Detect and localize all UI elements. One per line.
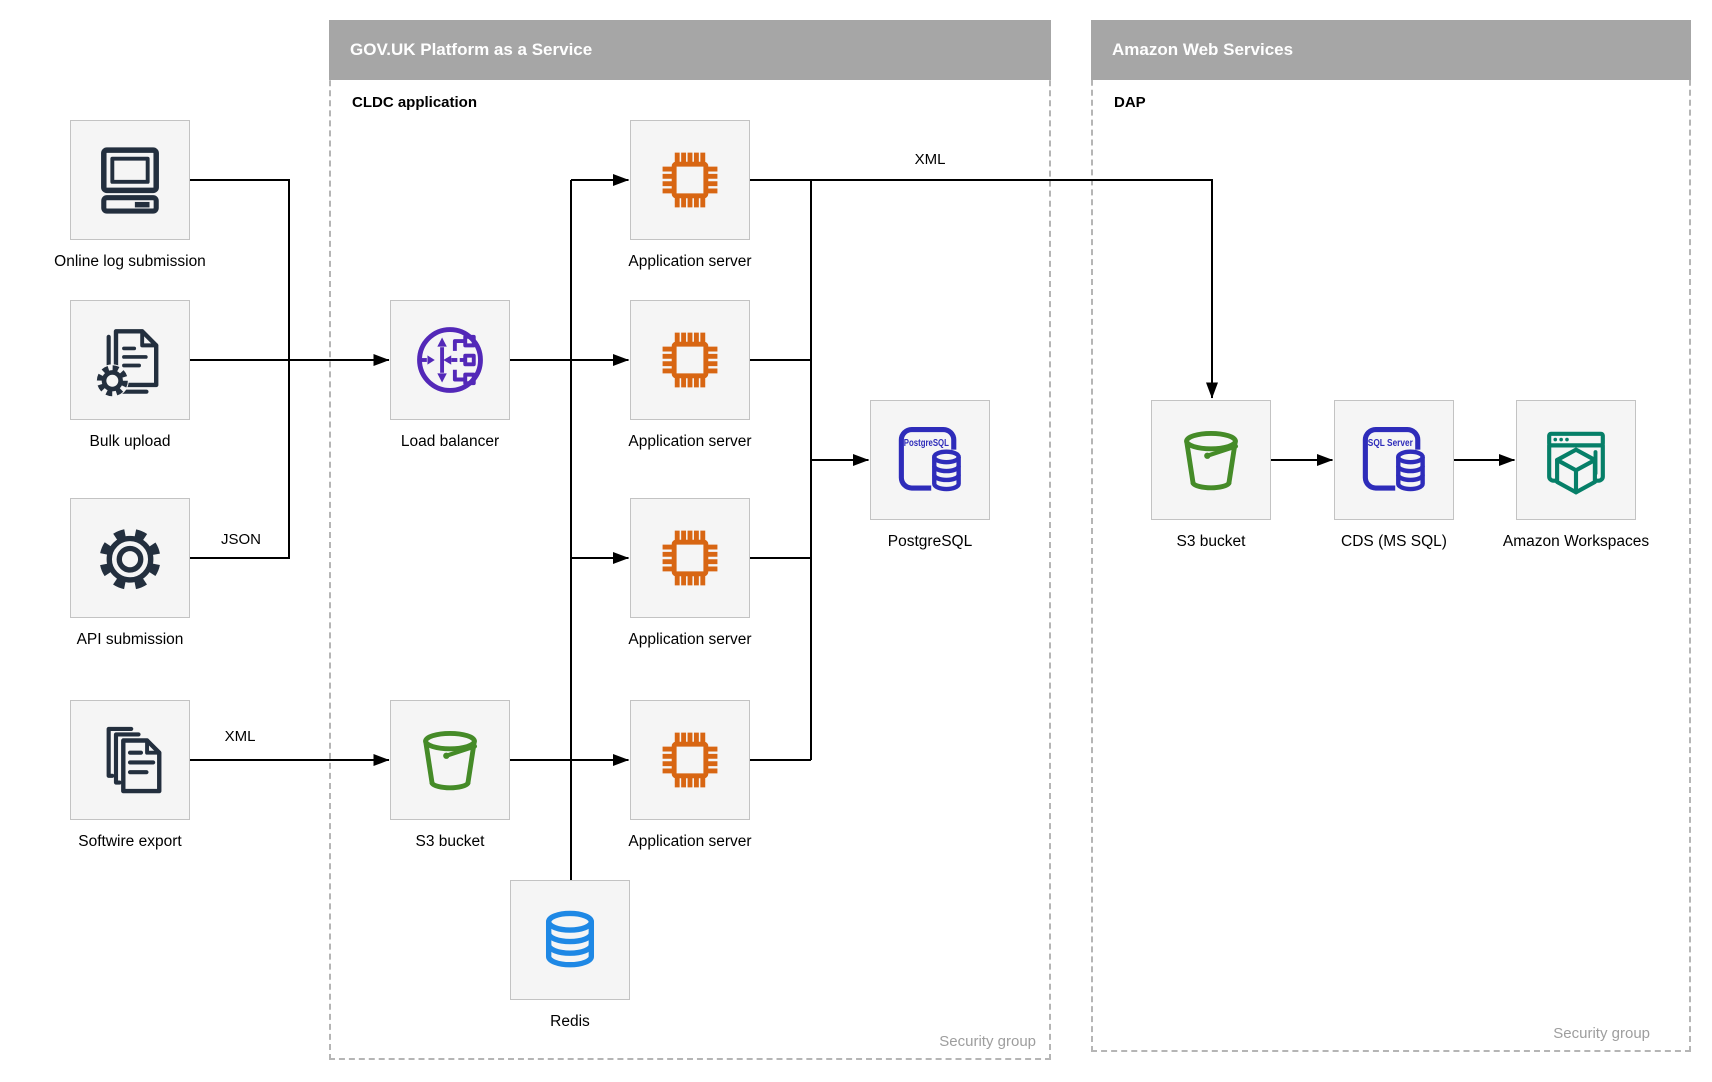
node-label: S3 bucket (1176, 533, 1246, 550)
container-aws-title: Amazon Web Services (1112, 40, 1294, 59)
node-application-server-1: Application server (628, 120, 752, 270)
document-gear-icon (91, 321, 169, 399)
node-label: API submission (76, 631, 184, 648)
container-aws-header: Amazon Web Services (1091, 20, 1691, 80)
processor-chip-icon (651, 519, 729, 597)
workspaces-icon (1537, 421, 1615, 499)
container-aws: Amazon Web Services DAP Security group (1091, 20, 1691, 1052)
node-redis: Redis (510, 880, 630, 1030)
node-s3-bucket-dap: S3 bucket (1151, 400, 1271, 550)
bucket-icon (1172, 421, 1250, 499)
node-box (390, 700, 510, 820)
node-label: Amazon Workspaces (1502, 533, 1650, 550)
node-label: Application server (628, 631, 752, 648)
node-box (630, 300, 750, 420)
node-s3-bucket-paas: S3 bucket (390, 700, 510, 850)
node-postgresql: PostgreSQL PostgreSQL (870, 400, 990, 550)
postgresql-icon-text: PostgreSQL (904, 438, 949, 449)
node-box (70, 700, 190, 820)
container-govuk-subtitle: CLDC application (352, 94, 478, 111)
node-box: PostgreSQL (870, 400, 990, 520)
node-box (70, 300, 190, 420)
node-cds-ms-sql: SQL Server CDS (MS SQL) (1334, 400, 1454, 550)
postgresql-database-icon: PostgreSQL (891, 421, 969, 499)
node-box (70, 498, 190, 618)
node-label: Redis (550, 1013, 590, 1030)
node-label: Online log submission (54, 253, 206, 270)
node-box (630, 120, 750, 240)
processor-chip-icon (651, 321, 729, 399)
load-balancer-icon (411, 321, 489, 399)
container-govuk-title: GOV.UK Platform as a Service (350, 40, 593, 59)
edge-label-json: JSON (220, 531, 261, 548)
database-cylinder-icon (531, 901, 609, 979)
container-aws-subtitle: DAP (1114, 94, 1146, 111)
node-label: PostgreSQL (887, 533, 973, 550)
sql-server-icon-text: SQL Server (1368, 438, 1413, 449)
node-label: Softwire export (78, 833, 182, 850)
node-box (1516, 400, 1636, 520)
node-api-submission: API submission (70, 498, 190, 648)
node-application-server-4: Application server (628, 700, 752, 850)
node-softwire-export: Softwire export (70, 700, 190, 850)
sql-server-database-icon: SQL Server (1355, 421, 1433, 499)
processor-chip-icon (651, 721, 729, 799)
node-label: Application server (628, 833, 752, 850)
node-box (510, 880, 630, 1000)
container-govuk-paas: GOV.UK Platform as a Service CLDC applic… (329, 20, 1051, 1060)
node-box: SQL Server (1334, 400, 1454, 520)
node-load-balancer: Load balancer (390, 300, 510, 450)
node-box (630, 498, 750, 618)
node-label: S3 bucket (415, 833, 485, 850)
node-bulk-upload: Bulk upload (70, 300, 190, 450)
node-label: Application server (628, 253, 752, 270)
node-label: Load balancer (400, 433, 500, 450)
connector-sources-merge (190, 179, 290, 559)
edge-label-xml-softwire: XML (224, 728, 256, 745)
node-label: CDS (MS SQL) (1341, 533, 1447, 550)
desktop-computer-icon (91, 141, 169, 219)
node-label: Bulk upload (89, 433, 171, 450)
node-amazon-workspaces: Amazon Workspaces (1503, 400, 1649, 550)
node-label: Application server (628, 433, 752, 450)
gear-icon (91, 519, 169, 597)
processor-chip-icon (651, 141, 729, 219)
node-application-server-2: Application server (628, 300, 752, 450)
node-box (630, 700, 750, 820)
bucket-icon (411, 721, 489, 799)
node-online-log-submission: Online log submission (54, 120, 206, 270)
node-box (390, 300, 510, 420)
node-box (70, 120, 190, 240)
node-box (1151, 400, 1271, 520)
documents-icon (91, 721, 169, 799)
security-group-label-aws: Security group (1553, 1025, 1650, 1042)
security-group-label-govuk: Security group (939, 1033, 1036, 1050)
edge-label-xml-to-dap: XML (914, 151, 946, 168)
container-govuk-header: GOV.UK Platform as a Service (329, 20, 1051, 80)
node-application-server-3: Application server (628, 498, 752, 648)
